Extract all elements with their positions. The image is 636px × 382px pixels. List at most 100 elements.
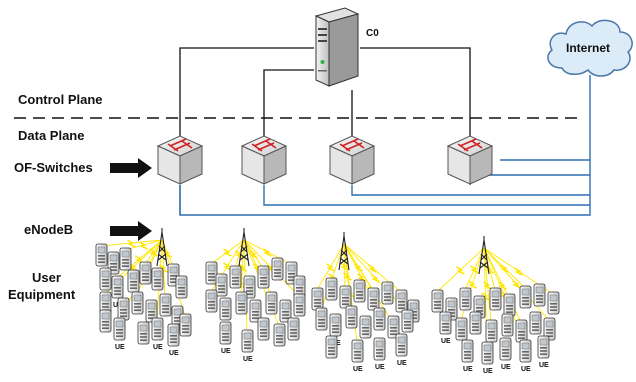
ue-phone-icon[interactable] bbox=[401, 309, 414, 333]
ue-phone-icon[interactable] bbox=[137, 321, 150, 345]
ue-phone-icon[interactable] bbox=[459, 287, 472, 311]
ue-phone-icon[interactable] bbox=[315, 307, 328, 331]
ue-phone-icon[interactable] bbox=[533, 283, 546, 307]
ue-phone-icon[interactable] bbox=[287, 317, 300, 341]
ue-phone-icon[interactable]: UE bbox=[481, 341, 494, 375]
ue-phone-icon[interactable] bbox=[145, 299, 158, 323]
internet-cloud-icon[interactable] bbox=[547, 19, 633, 77]
ue-phone-icon[interactable] bbox=[205, 289, 218, 313]
ue-phone-icon[interactable] bbox=[271, 257, 284, 281]
ue-phone-icon[interactable] bbox=[469, 311, 482, 335]
ue-phone-icon[interactable] bbox=[119, 247, 132, 271]
ue-phone-icon[interactable] bbox=[235, 291, 248, 315]
ue-phone-icon[interactable] bbox=[503, 293, 516, 317]
ue-phone-icon[interactable] bbox=[293, 293, 306, 317]
of-switch-icon[interactable] bbox=[240, 135, 288, 185]
enodeb-tower-icon[interactable] bbox=[478, 236, 490, 275]
ue-phone-icon[interactable]: UE bbox=[329, 313, 342, 347]
lightning-icon bbox=[468, 280, 477, 289]
ue-phone-icon[interactable]: UE bbox=[537, 335, 550, 369]
enodeb-tower-icon[interactable] bbox=[238, 228, 250, 267]
of-switch-icon[interactable] bbox=[446, 135, 494, 185]
ue-phone-icon[interactable] bbox=[117, 297, 130, 321]
lightning-icon bbox=[500, 264, 509, 273]
ue-phone-icon[interactable] bbox=[131, 291, 144, 315]
ue-phone-icon[interactable] bbox=[367, 287, 380, 311]
ue-phone-icon[interactable]: UE bbox=[499, 337, 512, 371]
ue-label: UE bbox=[501, 364, 511, 371]
ue-phone-icon[interactable] bbox=[205, 261, 218, 285]
ue-phone-icon[interactable] bbox=[353, 279, 366, 303]
ue-phone-icon[interactable] bbox=[249, 299, 262, 323]
ue-phone-icon[interactable] bbox=[485, 319, 498, 343]
ue-phone-icon[interactable] bbox=[325, 335, 338, 359]
ue-phone-icon[interactable] bbox=[489, 287, 502, 311]
ue-phone-icon[interactable]: UE bbox=[395, 333, 408, 367]
ue-phone-icon[interactable] bbox=[373, 307, 386, 331]
ue-phone-icon[interactable] bbox=[273, 323, 286, 347]
controller-server-icon[interactable] bbox=[314, 7, 360, 87]
ue-phone-icon[interactable]: UE bbox=[167, 323, 180, 357]
ue-label: UE bbox=[353, 366, 363, 373]
ue-phone-icon[interactable] bbox=[501, 313, 514, 337]
internet-label: Internet bbox=[566, 41, 610, 55]
ue-phone-icon[interactable] bbox=[95, 243, 108, 267]
ue-phone-icon[interactable] bbox=[543, 317, 556, 341]
ue-label: UE bbox=[169, 350, 179, 357]
ue-phone-icon[interactable] bbox=[455, 317, 468, 341]
ue-phone-icon[interactable] bbox=[175, 275, 188, 299]
ue-phone-icon[interactable]: UE bbox=[461, 339, 474, 373]
ue-phone-icon[interactable] bbox=[151, 267, 164, 291]
ue-phone-icon[interactable] bbox=[387, 315, 400, 339]
lightning-icon bbox=[371, 274, 380, 283]
ue-phone-icon[interactable] bbox=[127, 269, 140, 293]
ue-phone-icon[interactable]: UE bbox=[241, 329, 254, 363]
of-switch-icon[interactable] bbox=[328, 135, 376, 185]
ue-phone-icon[interactable]: UE bbox=[113, 317, 126, 351]
ue-phone-icon[interactable] bbox=[359, 315, 372, 339]
ue-phone-icon[interactable] bbox=[339, 285, 352, 309]
ue-label: UE bbox=[375, 364, 385, 371]
ue-phone-icon[interactable] bbox=[215, 273, 228, 297]
ue-phone-icon[interactable]: UE bbox=[519, 339, 532, 373]
ue-phone-icon[interactable] bbox=[529, 311, 542, 335]
ue-phone-icon[interactable]: UE bbox=[151, 317, 164, 351]
enodeb-tower-icon[interactable] bbox=[156, 228, 168, 267]
ue-phone-icon[interactable] bbox=[547, 291, 560, 315]
ue-phone-icon[interactable] bbox=[229, 265, 242, 289]
ue-phone-icon[interactable]: UE bbox=[351, 339, 364, 373]
lightning-icon bbox=[326, 263, 335, 272]
ue-label: UE bbox=[221, 348, 231, 355]
ue-phone-icon[interactable] bbox=[139, 261, 152, 285]
lightning-icon bbox=[129, 263, 138, 272]
ue-phone-icon[interactable] bbox=[431, 289, 444, 313]
ue-phone-icon[interactable] bbox=[279, 299, 292, 323]
ue-phone-icon[interactable]: UE bbox=[373, 337, 386, 371]
of-switch-icon[interactable] bbox=[156, 135, 204, 185]
ue-phone-icon[interactable] bbox=[257, 317, 270, 341]
ue-phone-icon[interactable] bbox=[99, 309, 112, 333]
ue-label: UE bbox=[397, 360, 407, 367]
enodeb-tower-icon[interactable] bbox=[338, 232, 350, 271]
ue-phone-icon[interactable] bbox=[345, 305, 358, 329]
ue-phone-icon[interactable] bbox=[257, 265, 270, 289]
ue-phone-icon[interactable] bbox=[325, 277, 338, 301]
ue-phone-icon[interactable] bbox=[99, 267, 112, 291]
ue-phone-icon[interactable] bbox=[519, 285, 532, 309]
ue-phone-icon[interactable] bbox=[381, 281, 394, 305]
ue-phone-icon[interactable] bbox=[179, 313, 192, 337]
ue-phone-icon[interactable] bbox=[159, 293, 172, 317]
of-switches-label: OF-Switches bbox=[14, 160, 93, 175]
data-link-switch-2 bbox=[263, 185, 590, 206]
control-plane-label: Control Plane bbox=[18, 92, 103, 107]
lightning-icon bbox=[263, 248, 272, 257]
ue-phone-icon[interactable] bbox=[395, 289, 408, 313]
ue-phone-icon[interactable] bbox=[515, 319, 528, 343]
ue-phone-icon[interactable]: UE bbox=[219, 321, 232, 355]
ue-phone-icon[interactable]: UE bbox=[439, 311, 452, 345]
ue-phone-icon[interactable] bbox=[265, 291, 278, 315]
ue-phone-icon[interactable] bbox=[311, 287, 324, 311]
